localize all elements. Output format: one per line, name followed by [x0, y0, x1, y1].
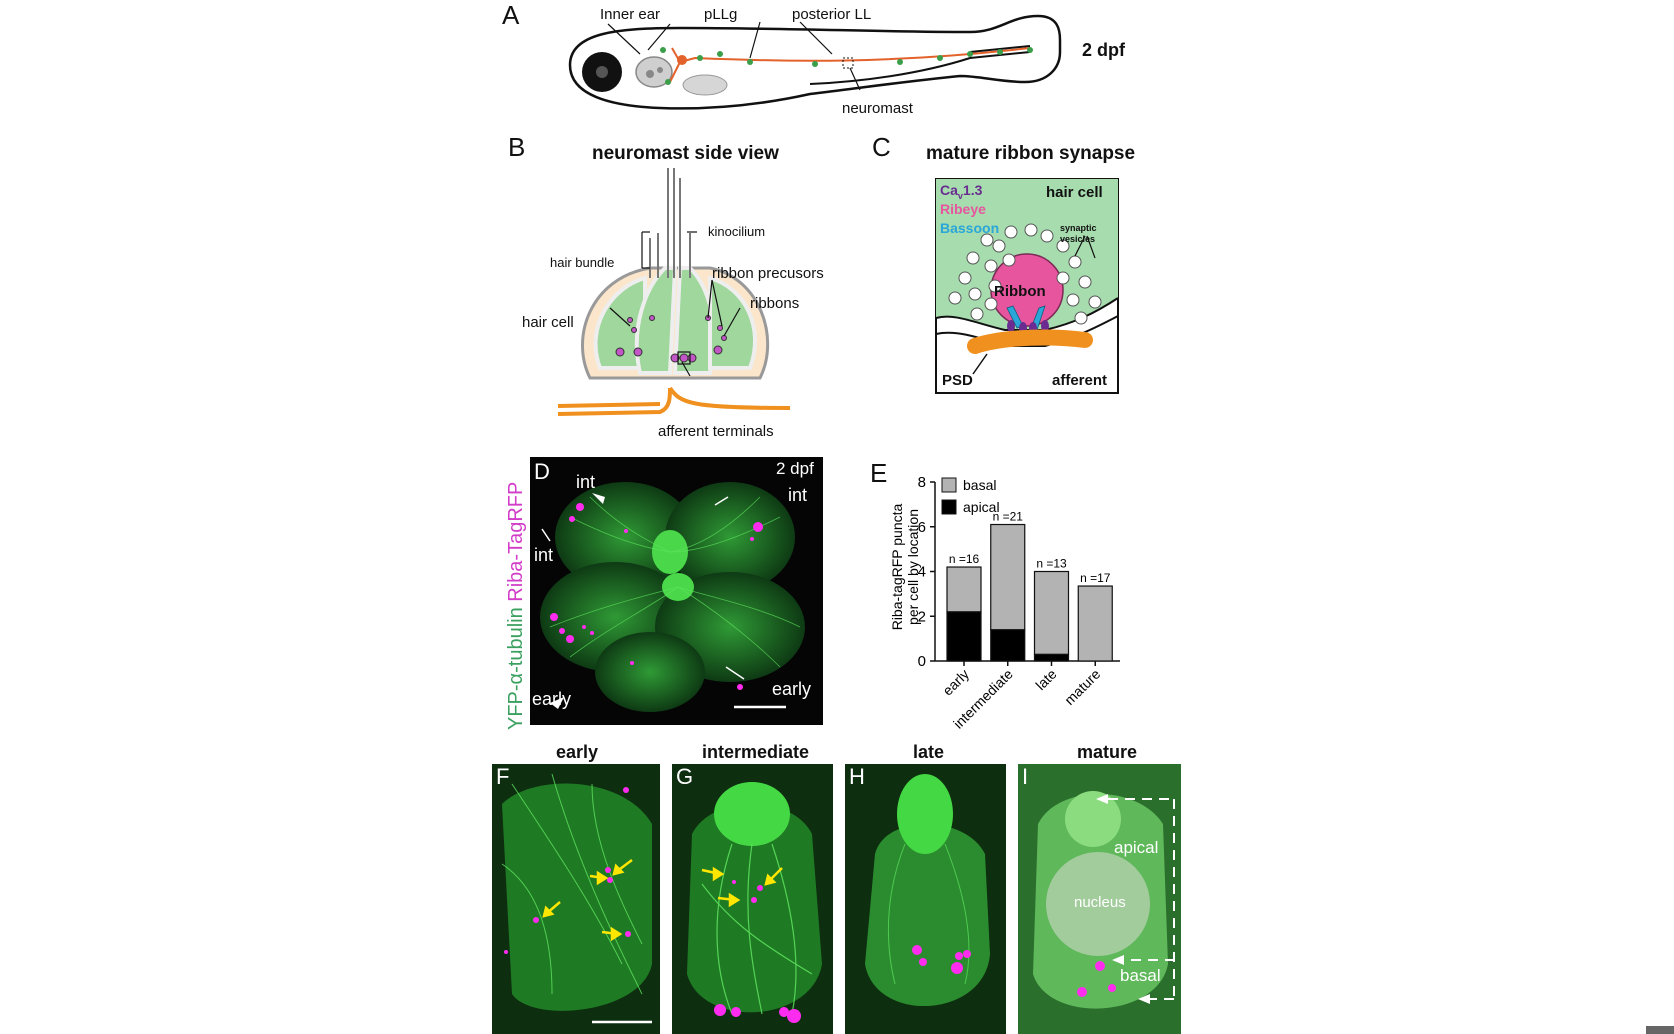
y-tick-label-3: 6 [918, 519, 926, 536]
apical-label: apical [1114, 838, 1159, 857]
kinocilium-label: kinocilium [708, 224, 766, 239]
x-tick-label-late: late [1032, 666, 1059, 693]
legend-label-apical: apical [963, 499, 1000, 515]
cav-rest: 1.3 [962, 182, 983, 198]
panel-i-title: mature [1077, 742, 1138, 762]
corner-mark [1646, 1026, 1674, 1034]
panel-h-micrograph: H [845, 764, 1006, 1034]
ribbon-precursors-label: ribbon precusors [712, 265, 824, 282]
bar-late-basal [1033, 570, 1070, 655]
int-arrow-label-3: int [534, 545, 554, 565]
panel-f-title: early [556, 742, 599, 762]
bar-early-basal [946, 566, 982, 613]
panel-h-title: late [913, 742, 945, 762]
yfp-tubulin-label: YFP-α-tubulin [505, 607, 527, 730]
cav-sub: v [957, 190, 963, 201]
n-label-mature: n =17 [1080, 571, 1111, 585]
hair-cell-label: hair cell [522, 314, 574, 331]
y-axis-label-line2: per cell by location [905, 509, 921, 625]
legend-swatch-apical [941, 499, 957, 515]
zebrafish-larva-diagram [568, 14, 1062, 110]
panel-e-letter: E [870, 458, 888, 488]
cav-legend: Cav1.3 [940, 182, 982, 201]
panel-d-age: 2 dpf [776, 459, 814, 478]
puncta-stacked-bar-chart: Riba-tagRFP puncta per cell by location … [889, 474, 1120, 730]
panel-a-letter: A [502, 0, 520, 30]
panel-f-letter: F [496, 764, 510, 789]
panel-g-title: intermediate [702, 742, 810, 762]
early-arrow-label-1: early [772, 679, 812, 699]
int-arrow-label-1: int [576, 472, 596, 492]
n-label-intermediate: n =21 [993, 510, 1024, 524]
legend-swatch-basal [941, 477, 957, 493]
basal-label: basal [1120, 966, 1161, 985]
vesicles-label: vesicles [1060, 234, 1096, 244]
riba-tagrfp-label: Riba-TagRFP [505, 481, 527, 602]
panel-d-micrograph: D 2 dpf int int int early early [530, 457, 823, 725]
y-tick-label-0: 0 [918, 653, 926, 670]
panel-g-micrograph: G [672, 764, 833, 1034]
y-tick-label-1: 2 [918, 608, 926, 625]
inner-ear-icon [635, 56, 673, 88]
ribbon-synapse-diagram [935, 178, 1119, 394]
bar-early-apical [946, 611, 982, 662]
psd-label: PSD [942, 372, 973, 389]
neuromast-side-view-diagram [557, 168, 791, 416]
y-axis-label-line1: Riba-tagRFP puncta [889, 503, 905, 630]
bar-late-apical [1033, 653, 1070, 662]
posterior-ll-label: posterior LL [792, 6, 872, 23]
int-arrow-label-2: int [788, 485, 808, 505]
panel-d-letter: D [534, 459, 550, 484]
panel-b-title: neuromast side view [592, 143, 779, 164]
panel-c-letter: C [872, 132, 891, 162]
synaptic-label: synaptic [1060, 223, 1097, 233]
panel-g-letter: G [676, 764, 694, 789]
cav-main: Ca [940, 182, 958, 198]
ribbon-center-label: Ribbon [994, 283, 1046, 300]
panel-c-title: mature ribbon synapse [926, 143, 1136, 164]
panel-b-letter: B [508, 132, 526, 162]
nucleus-label: nucleus [1074, 894, 1126, 911]
afferent-label-c: afferent [1052, 372, 1108, 389]
x-tick-label-early: early [939, 666, 972, 699]
panel-a-age: 2 dpf [1082, 40, 1125, 60]
bar-intermediate-basal [990, 523, 1026, 631]
panel-f-micrograph: F [492, 764, 660, 1034]
n-label-late: n =13 [1036, 557, 1067, 571]
panel-i-letter: I [1022, 764, 1029, 789]
panel-i-micrograph: I apical nucleus basal [1018, 764, 1181, 1034]
x-tick-label-mature: mature [1061, 666, 1103, 708]
hair-bundle-label: hair bundle [550, 255, 615, 270]
n-label-early: n =16 [949, 552, 980, 566]
legend-label-basal: basal [963, 477, 996, 493]
y-tick-label-4: 8 [918, 474, 926, 491]
afferent-terminals-label: afferent terminals [658, 423, 774, 440]
bar-intermediate-apical [990, 629, 1026, 662]
neuromast-label: neuromast [842, 100, 913, 117]
early-arrow-label-2: early [532, 689, 572, 709]
inner-ear-label: Inner ear [600, 6, 661, 23]
ribeye-legend: Ribeye [940, 201, 986, 217]
bar-mature-basal [1077, 585, 1113, 662]
ribbons-label: ribbons [750, 295, 800, 312]
bassoon-legend: Bassoon [940, 220, 1000, 236]
y-tick-label-2: 4 [918, 564, 926, 581]
y-axis-label: Riba-tagRFP puncta per cell by location [889, 503, 921, 630]
hair-cell-title-c: hair cell [1046, 184, 1103, 201]
pllg-label: pLLg [704, 6, 738, 23]
panel-h-letter: H [849, 764, 865, 789]
